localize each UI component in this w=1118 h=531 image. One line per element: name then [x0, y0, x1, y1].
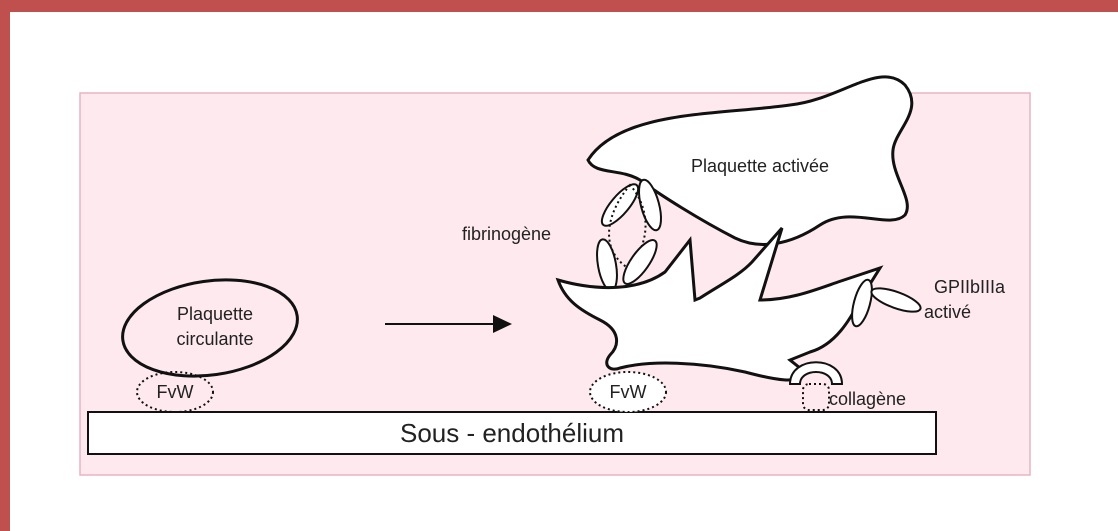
vwf-left-label: FvW [157, 382, 194, 402]
fibrinogen-label: fibrinogène [462, 224, 551, 244]
circulating-platelet-label-line2: circulante [176, 329, 253, 349]
activated-platelet-label: Plaquette activée [691, 156, 829, 176]
vwf-right-label: FvW [610, 382, 647, 402]
collagen-label: collagène [829, 389, 906, 409]
subendothelium-label: Sous - endothélium [400, 418, 624, 448]
gpiib-label-line1: GPIIbIIIa [934, 277, 1006, 297]
circulating-platelet-label-line1: Plaquette [177, 304, 253, 324]
gpiib-label-line2: activé [924, 302, 971, 322]
